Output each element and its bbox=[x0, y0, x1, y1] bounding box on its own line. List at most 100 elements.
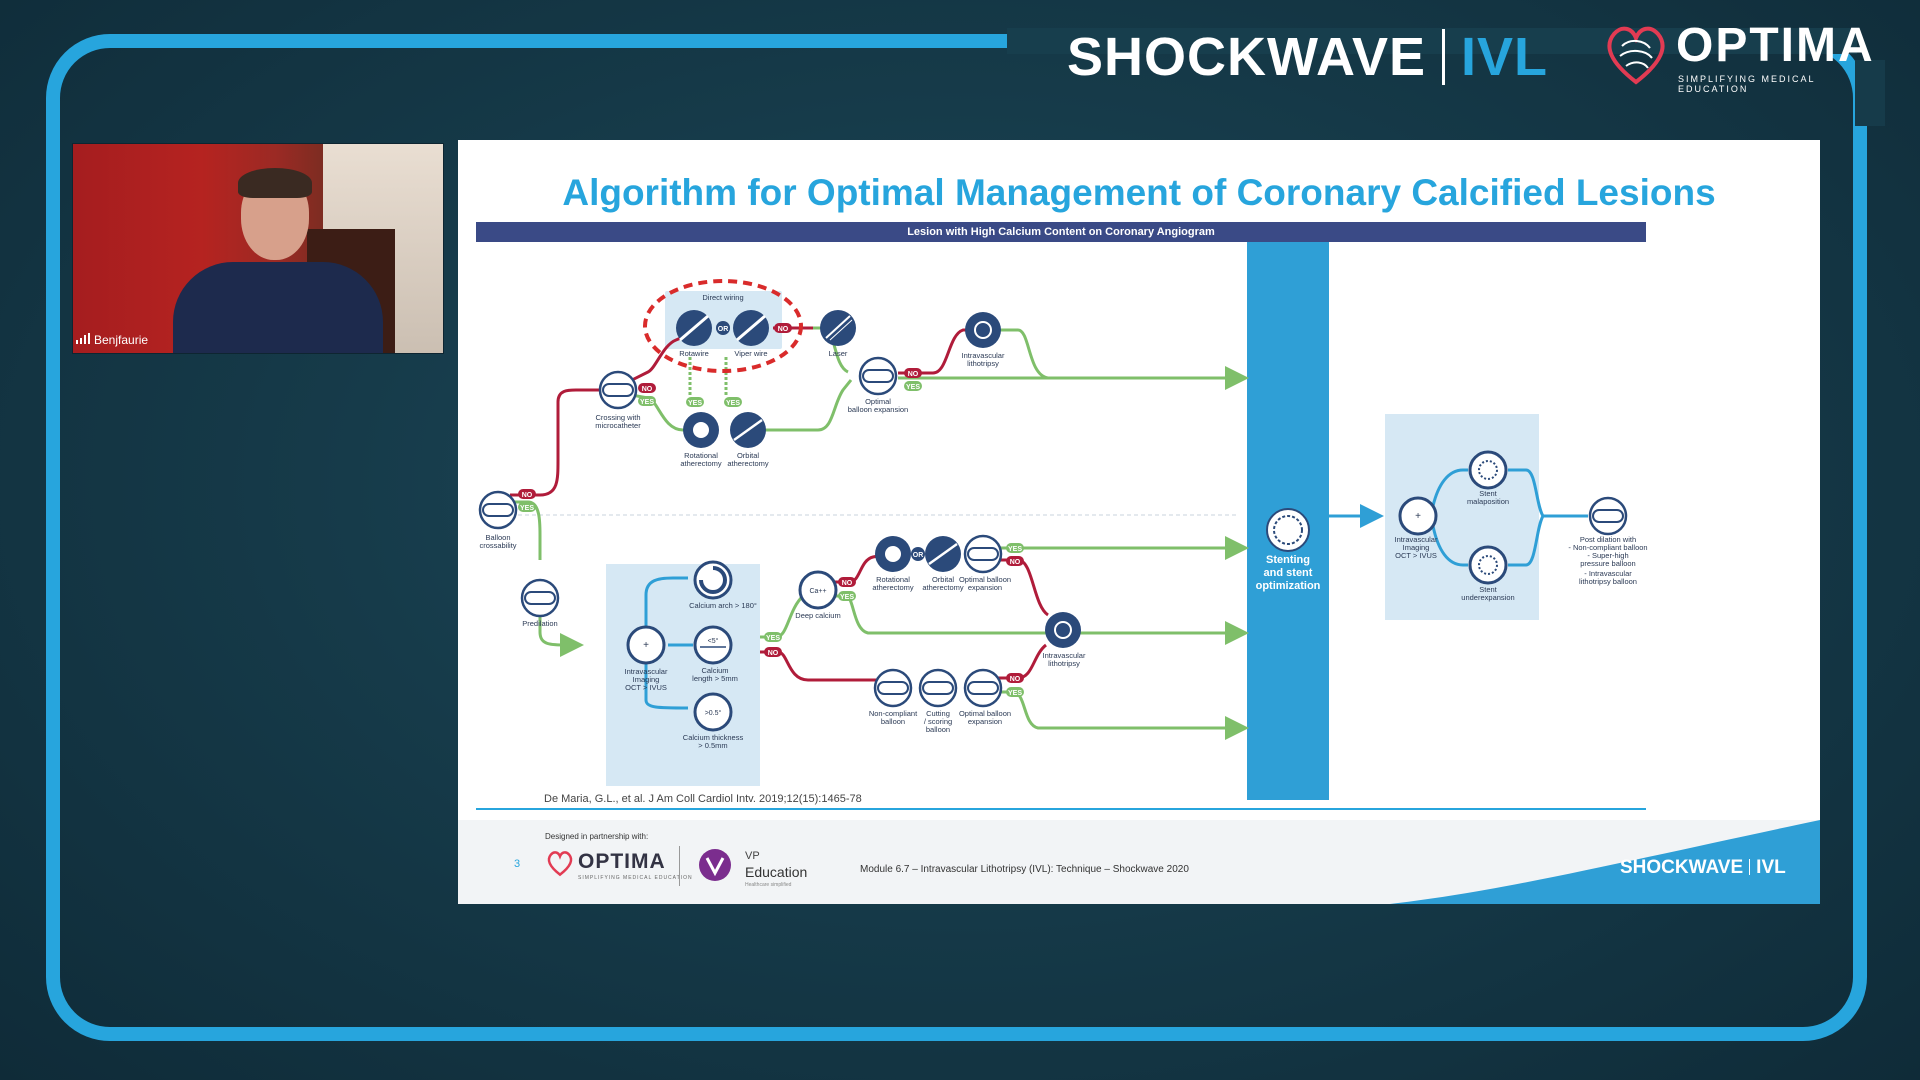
svg-text:lithotripsy: lithotripsy bbox=[1048, 659, 1080, 668]
presenter-body bbox=[173, 262, 383, 354]
footer-brand-shockwave: SHOCKWAVE bbox=[1620, 857, 1743, 878]
svg-text:balloon: balloon bbox=[926, 725, 950, 734]
svg-text:expansion: expansion bbox=[968, 717, 1002, 726]
node-balloon: Balloon crossability bbox=[479, 492, 516, 550]
shockwave-logo: SHOCKWAVE IVL bbox=[1067, 22, 1548, 92]
node-optimal-upper: Optimal balloon expansion bbox=[848, 358, 908, 414]
svg-text:Rotawire: Rotawire bbox=[679, 349, 709, 358]
badge-no-deep: NO bbox=[838, 577, 856, 587]
path-red-ivl-upper bbox=[898, 330, 970, 373]
footer-optima-tagline: SIMPLIFYING MEDICAL EDUCATION bbox=[578, 875, 693, 881]
node-calcium-arch: Calcium arch > 180° bbox=[689, 562, 757, 610]
participant-label: Benjfaurie bbox=[76, 333, 148, 347]
svg-text:YES: YES bbox=[766, 635, 780, 642]
badge-yes-optimal: YES bbox=[904, 381, 922, 391]
participant-name: Benjfaurie bbox=[94, 333, 148, 347]
brand-separator bbox=[1442, 29, 1445, 85]
presentation-slide: Algorithm for Optimal Management of Coro… bbox=[458, 140, 1820, 904]
footer-brand-ivl: IVL bbox=[1756, 857, 1786, 878]
svg-text:expansion: expansion bbox=[968, 583, 1002, 592]
node-ivl-upper: Intravascular lithotripsy bbox=[962, 312, 1005, 368]
node-calcium-thickness: >0.5° Calcium thickness > 0.5mm bbox=[683, 694, 744, 750]
svg-text:Predilation: Predilation bbox=[522, 619, 557, 628]
svg-text:>0.5°: >0.5° bbox=[705, 709, 722, 717]
footer-shockwave-logo: SHOCKWAVE IVL bbox=[1620, 857, 1786, 879]
svg-text:Deep calcium: Deep calcium bbox=[795, 611, 840, 620]
svg-text:+: + bbox=[643, 640, 649, 651]
badge-no-balloon: NO bbox=[518, 489, 536, 499]
slide-divider bbox=[476, 808, 1646, 810]
footer-heart-icon bbox=[545, 848, 575, 878]
badge-yes-obe-bottom: YES bbox=[1006, 687, 1024, 697]
svg-text:OR: OR bbox=[718, 326, 729, 333]
badge-yes-obe-lower: YES bbox=[1006, 543, 1024, 553]
presenter-hair bbox=[238, 168, 312, 198]
node-post-dilation: Post dilation with - Non-compliant ballo… bbox=[1568, 498, 1647, 586]
badge-no-optimal: NO bbox=[904, 368, 922, 378]
svg-text:atherectomy: atherectomy bbox=[727, 459, 769, 468]
vp-text: VP bbox=[745, 850, 760, 862]
svg-text:balloon expansion: balloon expansion bbox=[848, 405, 908, 414]
svg-text:NO: NO bbox=[778, 326, 789, 333]
svg-text:OCT > IVUS: OCT > IVUS bbox=[625, 683, 667, 692]
badge-yes-crossing: YES bbox=[638, 396, 656, 406]
svg-text:length > 5mm: length > 5mm bbox=[692, 674, 738, 683]
badge-yes-deep: YES bbox=[838, 591, 856, 601]
svg-text:YES: YES bbox=[640, 399, 654, 406]
badge-no-direct: NO bbox=[774, 323, 792, 333]
svg-text:Calcium arch > 180°: Calcium arch > 180° bbox=[689, 601, 757, 610]
badge-no-calcium: NO bbox=[764, 647, 782, 657]
svg-text:YES: YES bbox=[840, 594, 854, 601]
footer-optima-name: OPTIMA bbox=[578, 850, 666, 874]
brand-shockwave-text: SHOCKWAVE bbox=[1067, 26, 1426, 88]
heart-icon bbox=[1600, 18, 1672, 90]
node-calcium-length: <5° Calcium length > 5mm bbox=[692, 627, 738, 683]
webcam-video[interactable] bbox=[72, 143, 444, 354]
node-noncompliant: Non-compliant balloon bbox=[869, 670, 918, 726]
signal-icon bbox=[76, 333, 90, 344]
node-laser: Laser bbox=[820, 310, 856, 358]
svg-text:> 0.5mm: > 0.5mm bbox=[698, 741, 727, 750]
svg-text:Laser: Laser bbox=[829, 349, 848, 358]
node-cutting: Cutting / scoring balloon bbox=[920, 670, 956, 734]
svg-text:NO: NO bbox=[842, 580, 853, 587]
optima-logo: OPTIMA SIMPLIFYING MEDICAL EDUCATION bbox=[1600, 18, 1890, 88]
vp-education-icon bbox=[698, 848, 732, 882]
svg-text:YES: YES bbox=[1008, 690, 1022, 697]
node-viper: Viper wire bbox=[733, 310, 769, 358]
svg-text:microcatheter: microcatheter bbox=[595, 421, 641, 430]
node-imaging-lower: + Intravascular Imaging OCT > IVUS bbox=[625, 627, 668, 692]
svg-text:crossability: crossability bbox=[479, 541, 516, 550]
svg-text:<5°: <5° bbox=[708, 637, 719, 645]
vp-tagline: Healthcare simplified bbox=[745, 882, 791, 888]
brand-ivl-text: IVL bbox=[1461, 26, 1548, 88]
svg-text:YES: YES bbox=[906, 384, 920, 391]
svg-text:NO: NO bbox=[1010, 676, 1021, 683]
badge-yes-viper: YES bbox=[724, 397, 742, 407]
svg-text:underexpansion: underexpansion bbox=[1461, 593, 1514, 602]
slide-page-number: 3 bbox=[514, 858, 520, 870]
slide-reference: De Maria, G.L., et al. J Am Coll Cardiol… bbox=[544, 793, 862, 805]
svg-text:malaposition: malaposition bbox=[1467, 497, 1509, 506]
partnership-text: Designed in partnership with: bbox=[545, 832, 648, 841]
education-text: Education bbox=[745, 864, 807, 880]
node-rotational-lower: Rotational atherectomy bbox=[872, 536, 914, 592]
node-predilation: Predilation bbox=[522, 580, 558, 628]
node-underexpansion: Stent underexpansion bbox=[1461, 547, 1514, 602]
badge-no-obe-bottom: NO bbox=[1006, 673, 1024, 683]
optima-tagline: SIMPLIFYING MEDICAL EDUCATION bbox=[1678, 74, 1890, 94]
svg-text:lithotripsy: lithotripsy bbox=[967, 359, 999, 368]
badge-yes-calcium: YES bbox=[764, 632, 782, 642]
svg-text:lithotripsy balloon: lithotripsy balloon bbox=[1579, 577, 1637, 586]
node-malapposition: Stent malaposition bbox=[1467, 452, 1509, 506]
svg-text:NO: NO bbox=[908, 371, 919, 378]
node-imaging-right: + Intravascular Imaging OCT > IVUS bbox=[1395, 498, 1438, 560]
svg-text:+: + bbox=[1415, 511, 1421, 522]
algorithm-diagram: Balloon crossability Crossing with micro… bbox=[458, 140, 1820, 820]
slide-footer: 3 Designed in partnership with: OPTIMA S… bbox=[458, 820, 1820, 904]
node-orbital-lower: Orbital atherectomy bbox=[922, 536, 964, 592]
node-crossing: Crossing with microcatheter bbox=[595, 372, 641, 430]
svg-text:atherectomy: atherectomy bbox=[922, 583, 964, 592]
svg-text:NO: NO bbox=[642, 386, 653, 393]
svg-text:NO: NO bbox=[768, 650, 779, 657]
